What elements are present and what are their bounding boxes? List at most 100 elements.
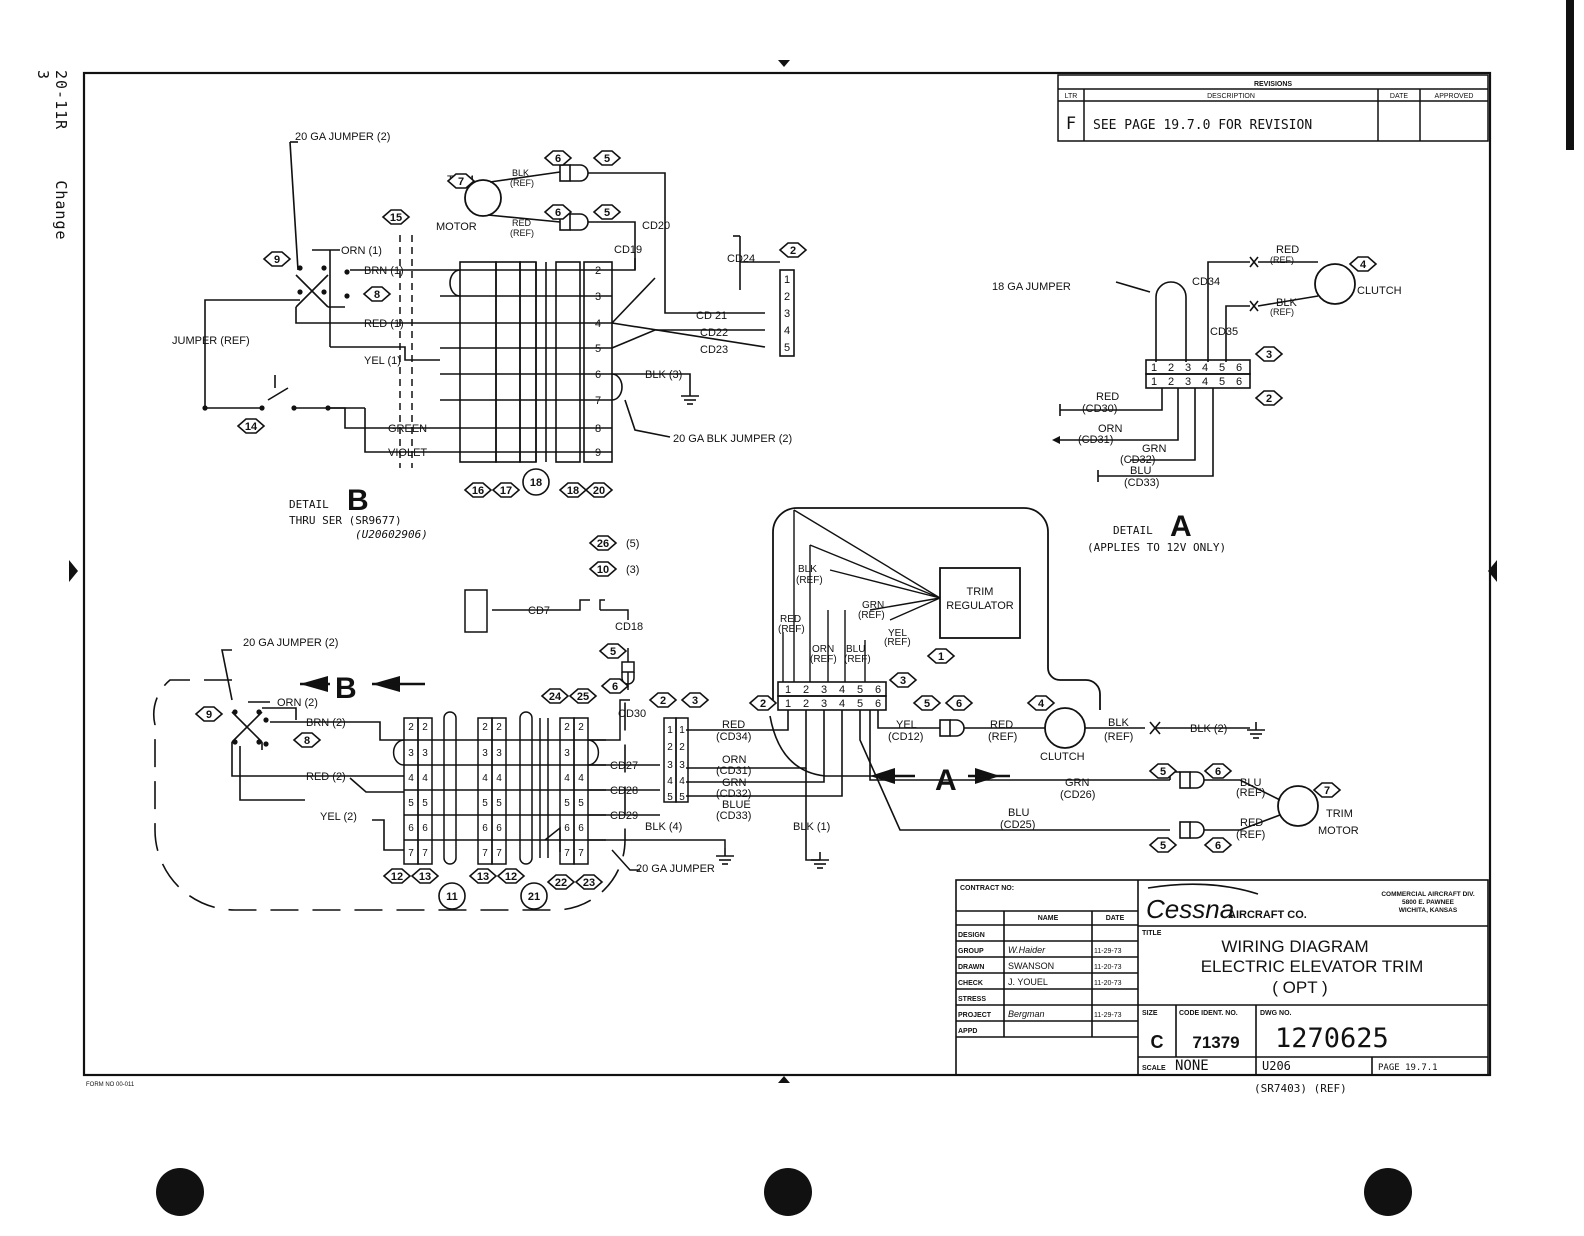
detail-a-pin-2-bottom: 2	[1168, 376, 1174, 388]
detail-b-pin-2: 2	[595, 265, 601, 277]
svg-text:4: 4	[482, 773, 488, 784]
title-date-group: 11-29-73	[1094, 948, 1122, 955]
company-suffix: AIRCRAFT CO.	[1228, 909, 1307, 921]
svg-text:12: 12	[505, 871, 517, 883]
callout-10-qty: (3)	[626, 564, 639, 576]
svg-text:22: 22	[555, 877, 567, 889]
cessna-logo: Cessna	[1146, 894, 1234, 924]
reg-wire-orn-l1: ORN	[812, 644, 834, 655]
callout-18-b-circle: 18	[530, 477, 542, 489]
callout-14-b: 14	[245, 421, 258, 433]
svg-text:13: 13	[477, 871, 489, 883]
detail-a-wire-red-l1: RED	[1096, 391, 1119, 403]
detail-b-pin-8: 8	[595, 423, 601, 435]
title-line-3: ( OPT )	[1272, 978, 1327, 997]
title-name-check: J. YOUEL	[1008, 977, 1048, 987]
title-block	[955, 879, 1489, 1076]
detail-b-conn-pin-5: 5	[784, 342, 790, 354]
svg-text:21: 21	[528, 891, 540, 903]
form-number: FORM NO 00-011	[86, 1082, 135, 1088]
main-cd27: CD27	[610, 760, 638, 772]
svg-text:1: 1	[667, 725, 673, 736]
svg-text:5: 5	[667, 792, 673, 803]
svg-text:5: 5	[1160, 766, 1166, 778]
detail-b-blk-ref-l2: (REF)	[510, 178, 534, 188]
svg-text:4: 4	[408, 773, 414, 784]
main-wire-yel: YEL (2)	[320, 811, 357, 823]
main-pin-5-top: 5	[857, 684, 863, 696]
detail-b-cd21: CD 21	[696, 310, 727, 322]
detail-b-red-ref-l1: RED	[512, 218, 532, 228]
detail-b-caption-model: (U20602906)	[355, 528, 428, 541]
reg-wire-blu-l2: (REF)	[844, 654, 871, 665]
main-pin-6-bottom: 6	[875, 698, 881, 710]
side-page-ref: 20-11R	[52, 70, 70, 131]
svg-text:2: 2	[578, 722, 584, 733]
detail-a-jumper: 18 GA JUMPER	[992, 281, 1071, 293]
callout-1: 1	[938, 651, 944, 663]
trim-regulator-l1: TRIM	[967, 586, 994, 598]
main-pin-1-top: 1	[785, 684, 791, 696]
detail-b-conn-pin-1: 1	[784, 274, 790, 286]
detail-b-conn-pin-3: 3	[784, 308, 790, 320]
detail-a-wire-blu-l2: (CD33)	[1124, 477, 1159, 489]
callout-5-b: 5	[604, 207, 610, 219]
revisions-table	[1057, 74, 1489, 142]
svg-text:7: 7	[496, 848, 502, 859]
svg-text:10: 10	[597, 564, 609, 576]
detail-b-pin-7: 7	[595, 395, 601, 407]
svg-text:7: 7	[578, 848, 584, 859]
detail-a-clutch: CLUTCH	[1357, 285, 1402, 297]
title-date-drawn: 11-20-73	[1094, 964, 1122, 971]
svg-text:7: 7	[422, 848, 428, 859]
division-l1: COMMERCIAL AIRCRAFT DIV.	[1381, 891, 1474, 898]
detail-a-pin-5-top: 5	[1219, 362, 1225, 374]
svg-text:5: 5	[679, 792, 685, 803]
side-reference: 20-11R Change 3	[34, 70, 70, 260]
svg-text:3: 3	[564, 748, 570, 759]
detail-b-wire-red: RED (1)	[364, 318, 404, 330]
main-yel-l1: YEL	[896, 719, 917, 731]
svg-text:6: 6	[422, 823, 428, 834]
title-date-project: 11-29-73	[1094, 1012, 1122, 1019]
main-red-ref-l1: RED	[990, 719, 1013, 731]
main-pin-3-top: 3	[821, 684, 827, 696]
title-role-project: PROJECT	[958, 1012, 992, 1019]
main-grn-l1: GRN	[1065, 777, 1090, 789]
code-value: 71379	[1192, 1033, 1239, 1052]
main-trim-motor-l2: MOTOR	[1318, 825, 1359, 837]
main-blk-ref-l2: (REF)	[1104, 731, 1133, 743]
title-col-name: NAME	[1038, 915, 1059, 922]
title-date-check: 11-20-73	[1094, 980, 1122, 987]
detail-b-pin-6: 6	[595, 369, 601, 381]
page-number: PAGE 19.7.1	[1378, 1063, 1438, 1073]
detail-b-pin-4: 4	[595, 318, 601, 330]
main-wire-orn: ORN (2)	[277, 697, 318, 709]
detail-b-blk-jumper: 20 GA BLK JUMPER (2)	[673, 433, 792, 445]
reg-wire-blk-l2: (REF)	[796, 575, 823, 586]
detail-b-cd22: CD22	[700, 327, 728, 339]
detail-b-caption-letter: B	[347, 484, 369, 517]
detail-a-caption-note: (APPLIES TO 12V ONLY)	[1087, 541, 1226, 554]
division-l3: WICHITA, KANSAS	[1399, 907, 1458, 914]
revision-description: SEE PAGE 19.7.0 FOR REVISION	[1093, 118, 1312, 133]
size-label: SIZE	[1142, 1010, 1158, 1017]
svg-text:6: 6	[1215, 766, 1221, 778]
svg-text:3: 3	[667, 760, 673, 771]
svg-text:6: 6	[408, 823, 414, 834]
detail-b-blk-ref-l1: BLK	[512, 168, 529, 178]
motor-blu-l2: (REF)	[1236, 787, 1265, 799]
svg-text:7: 7	[482, 848, 488, 859]
detail-a-blk-ref-l1: BLK	[1276, 297, 1297, 309]
main-wire-brn: BRN (2)	[306, 717, 346, 729]
detail-a-cd34: CD34	[1192, 276, 1220, 288]
main-blk4: BLK (4)	[645, 821, 682, 833]
main-blk-ref-l1: BLK	[1108, 717, 1129, 729]
detail-b-cd23: CD23	[700, 344, 728, 356]
main-diagram: TRIM REGULATOR BLK (REF) GRN (REF) RED (…	[152, 507, 1359, 911]
callout-2-b: 2	[790, 245, 796, 257]
title-label: TITLE	[1142, 930, 1162, 937]
svg-text:2: 2	[660, 695, 666, 707]
mid-wire-grn-l2: (CD32)	[716, 788, 751, 800]
trim-regulator-l2: REGULATOR	[946, 600, 1013, 612]
